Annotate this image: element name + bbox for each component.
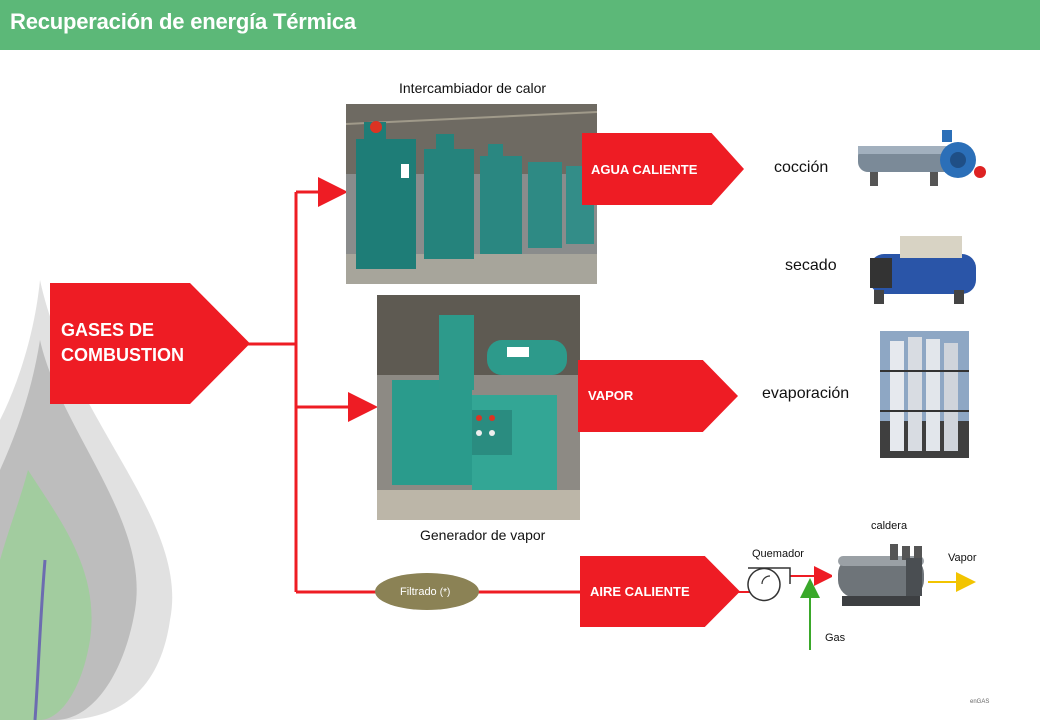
steam-output-label: Vapor	[948, 552, 977, 564]
source-label-line1: GASES DE	[61, 320, 155, 340]
hot-air-label: AIRE CALIENTE	[590, 584, 690, 599]
use-evaporacion-label: evaporación	[762, 385, 850, 402]
hot-air-box: AIRE CALIENTE	[580, 556, 740, 627]
steam-box: VAPOR	[578, 360, 738, 432]
burner-label: Quemador	[752, 548, 804, 560]
heat-exchanger-image	[346, 104, 597, 284]
use-coccion-label: cocción	[774, 159, 829, 176]
hot-water-box: AGUA CALIENTE	[582, 133, 744, 205]
hot-water-label: AGUA CALIENTE	[591, 162, 698, 177]
footer-logo-text: enGAS	[970, 699, 990, 705]
cooker-image	[850, 128, 990, 200]
heat-exchanger-caption: Intercambiador de calor	[399, 80, 547, 96]
steam-label: VAPOR	[588, 388, 634, 403]
boiler-image	[832, 538, 928, 612]
page-title: Recuperación de energía Térmica	[10, 9, 356, 34]
steam-generator-image	[377, 295, 580, 520]
boiler-label: caldera	[871, 520, 908, 532]
evaporator-image	[880, 331, 969, 458]
burner-icon	[747, 567, 791, 602]
filter-oval	[375, 573, 479, 610]
filter-label: Filtrado (*)	[400, 586, 450, 598]
use-secado-label: secado	[785, 257, 837, 274]
dryer-image	[862, 228, 982, 306]
source-label-line2: COMBUSTION	[61, 345, 184, 365]
filter-text: Filtrado	[400, 586, 437, 598]
steam-generator-caption: Generador de vapor	[420, 527, 546, 543]
gas-label: Gas	[825, 632, 846, 644]
filter-note: (*)	[439, 587, 451, 598]
header-bar: Recuperación de energía Térmica	[0, 0, 1040, 50]
